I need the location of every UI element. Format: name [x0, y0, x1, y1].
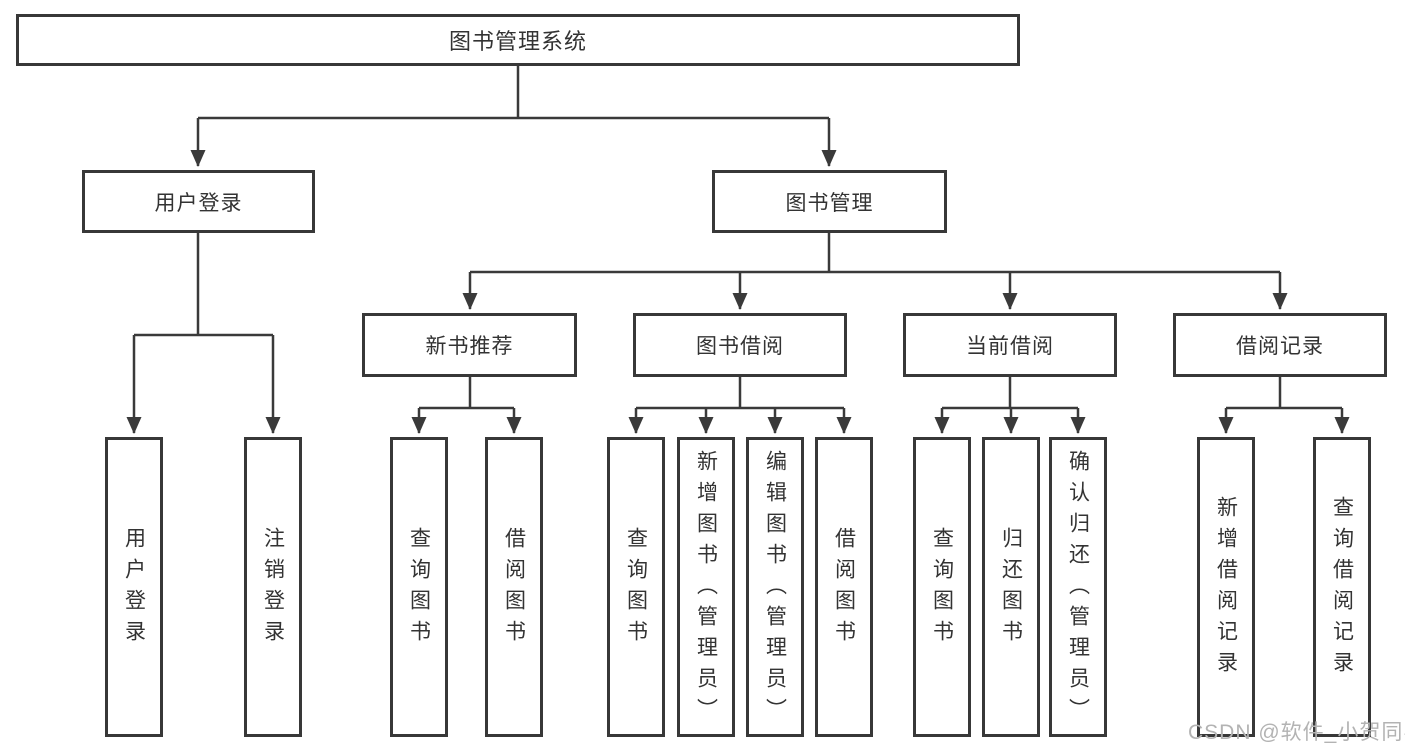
root-node-library-system: 图书管理系统	[16, 14, 1020, 66]
leaf-query-books-2: 查询图书	[607, 437, 665, 737]
leaf-query-borrow-record: 查询借阅记录	[1313, 437, 1371, 737]
leaf-add-borrow-record: 新增借阅记录	[1197, 437, 1255, 737]
group-borrow-records: 借阅记录	[1173, 313, 1387, 377]
leaf-borrow-books-1: 借阅图书	[485, 437, 543, 737]
leaf-edit-book-admin: 编辑图书（管理员）	[746, 437, 804, 737]
connector-lines	[134, 66, 1342, 410]
leaf-logout: 注销登录	[244, 437, 302, 737]
branch-user-login: 用户登录	[82, 170, 315, 233]
leaf-confirm-return-admin: 确认归还（管理员）	[1049, 437, 1107, 737]
watermark: CSDN @软件_小贺同学	[1188, 721, 1405, 744]
group-book-borrow: 图书借阅	[633, 313, 847, 377]
leaf-borrow-books-2: 借阅图书	[815, 437, 873, 737]
group-current-borrow: 当前借阅	[903, 313, 1117, 377]
leaf-query-books-1: 查询图书	[390, 437, 448, 737]
leaf-return-books: 归还图书	[982, 437, 1040, 737]
leaf-add-book-admin: 新增图书（管理员）	[677, 437, 735, 737]
group-new-book-recommend: 新书推荐	[362, 313, 577, 377]
branch-book-management: 图书管理	[712, 170, 947, 233]
leaf-user-login: 用户登录	[105, 437, 163, 737]
leaf-query-books-3: 查询图书	[913, 437, 971, 737]
connector-arrows	[126, 118, 1350, 434]
